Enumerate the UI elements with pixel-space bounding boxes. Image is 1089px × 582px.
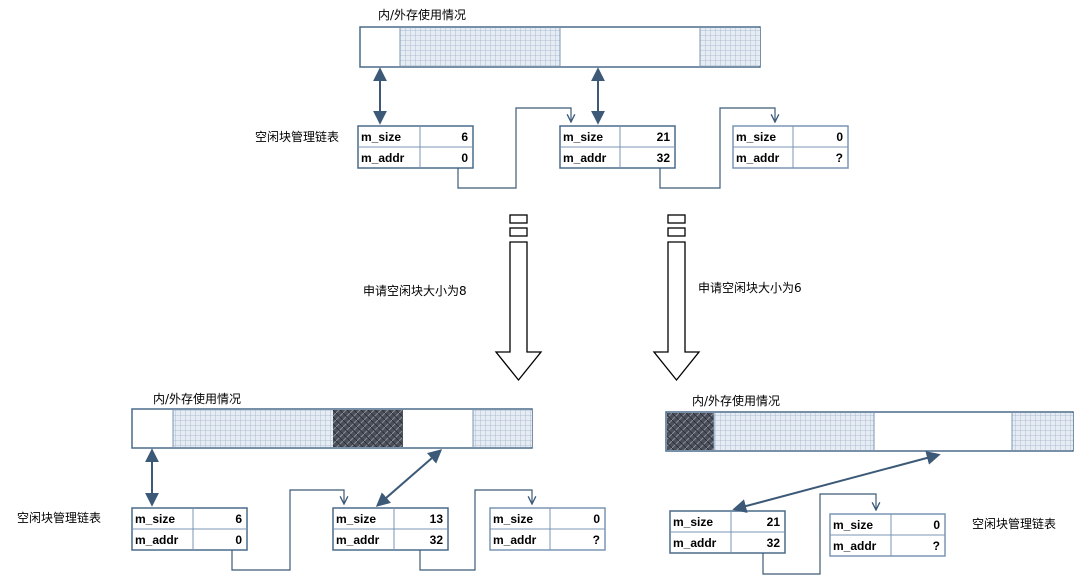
node-addr-label: m_addr	[563, 151, 607, 165]
request-left-label: 申请空闲块大小为8	[363, 284, 467, 298]
node-size-value: 6	[235, 512, 242, 526]
node-size-label: m_size	[673, 515, 713, 529]
node-size-value: 6	[461, 130, 468, 144]
top-memory-bar	[359, 26, 761, 68]
top-node-2: m_size m_addr 21 32	[559, 125, 676, 169]
node-size-label: m_size	[736, 130, 776, 144]
top-node-3: m_size m_addr 0 ?	[732, 125, 849, 169]
right-node-1: m_size m_addr 21 32	[669, 510, 786, 554]
top-node-1: m_size m_addr 6 0	[357, 125, 474, 169]
right-list-label: 空闲块管理链表	[972, 516, 1056, 531]
node-addr-label: m_addr	[736, 151, 780, 165]
node-addr-value: 0	[461, 151, 468, 165]
node-size-value: 0	[593, 512, 600, 526]
node-size-value: 0	[933, 518, 940, 532]
left-memory-label: 内/外存使用情况	[153, 391, 241, 406]
left-memory-bar	[131, 408, 533, 449]
node-addr-value: 0	[235, 533, 242, 547]
right-arrow-node1-memory	[732, 451, 941, 513]
left-link-1-2	[231, 489, 344, 571]
top-link-2-3	[659, 107, 775, 189]
node-size-label: m_size	[493, 512, 533, 526]
top-link-1-2	[457, 107, 571, 189]
node-addr-value: 32	[767, 536, 781, 550]
node-addr-value: 32	[657, 151, 671, 165]
left-node-1: m_size m_addr 6 0	[131, 507, 248, 551]
node-addr-label: m_addr	[135, 533, 179, 547]
node-size-value: 13	[430, 512, 444, 526]
node-addr-label: m_addr	[336, 533, 380, 547]
node-addr-label: m_addr	[361, 151, 405, 165]
node-size-value: 0	[836, 130, 843, 144]
big-down-arrow-right	[652, 214, 701, 382]
right-node-2: m_size m_addr 0 ?	[829, 513, 946, 557]
left-list-label: 空闲块管理链表	[17, 510, 101, 525]
node-size-label: m_size	[833, 518, 873, 532]
top-list-label: 空闲块管理链表	[255, 129, 339, 144]
node-size-label: m_size	[563, 130, 603, 144]
node-addr-label: m_addr	[673, 536, 717, 550]
left-node-2: m_size m_addr 13 32	[332, 507, 449, 551]
node-size-value: 21	[767, 515, 781, 529]
top-memory-label: 内/外存使用情况	[378, 7, 466, 22]
right-memory-label: 内/外存使用情况	[692, 393, 780, 408]
left-arrow-node2-memory	[375, 449, 443, 507]
node-addr-value: 32	[430, 533, 444, 547]
node-size-label: m_size	[135, 512, 175, 526]
right-memory-bar	[665, 411, 1074, 452]
node-addr-label: m_addr	[493, 533, 537, 547]
node-addr-value: ?	[836, 151, 843, 165]
node-addr-value: ?	[933, 539, 940, 553]
big-down-arrow-left	[494, 214, 543, 382]
left-node-3: m_size m_addr 0 ?	[489, 507, 606, 551]
node-size-value: 21	[657, 130, 671, 144]
right-link-1-2	[762, 493, 876, 575]
node-size-label: m_size	[361, 130, 401, 144]
node-addr-value: ?	[593, 533, 600, 547]
request-right-label: 申请空闲块大小为6	[698, 281, 802, 295]
node-size-label: m_size	[336, 512, 376, 526]
left-link-2-3	[419, 489, 532, 571]
node-addr-label: m_addr	[833, 539, 877, 553]
